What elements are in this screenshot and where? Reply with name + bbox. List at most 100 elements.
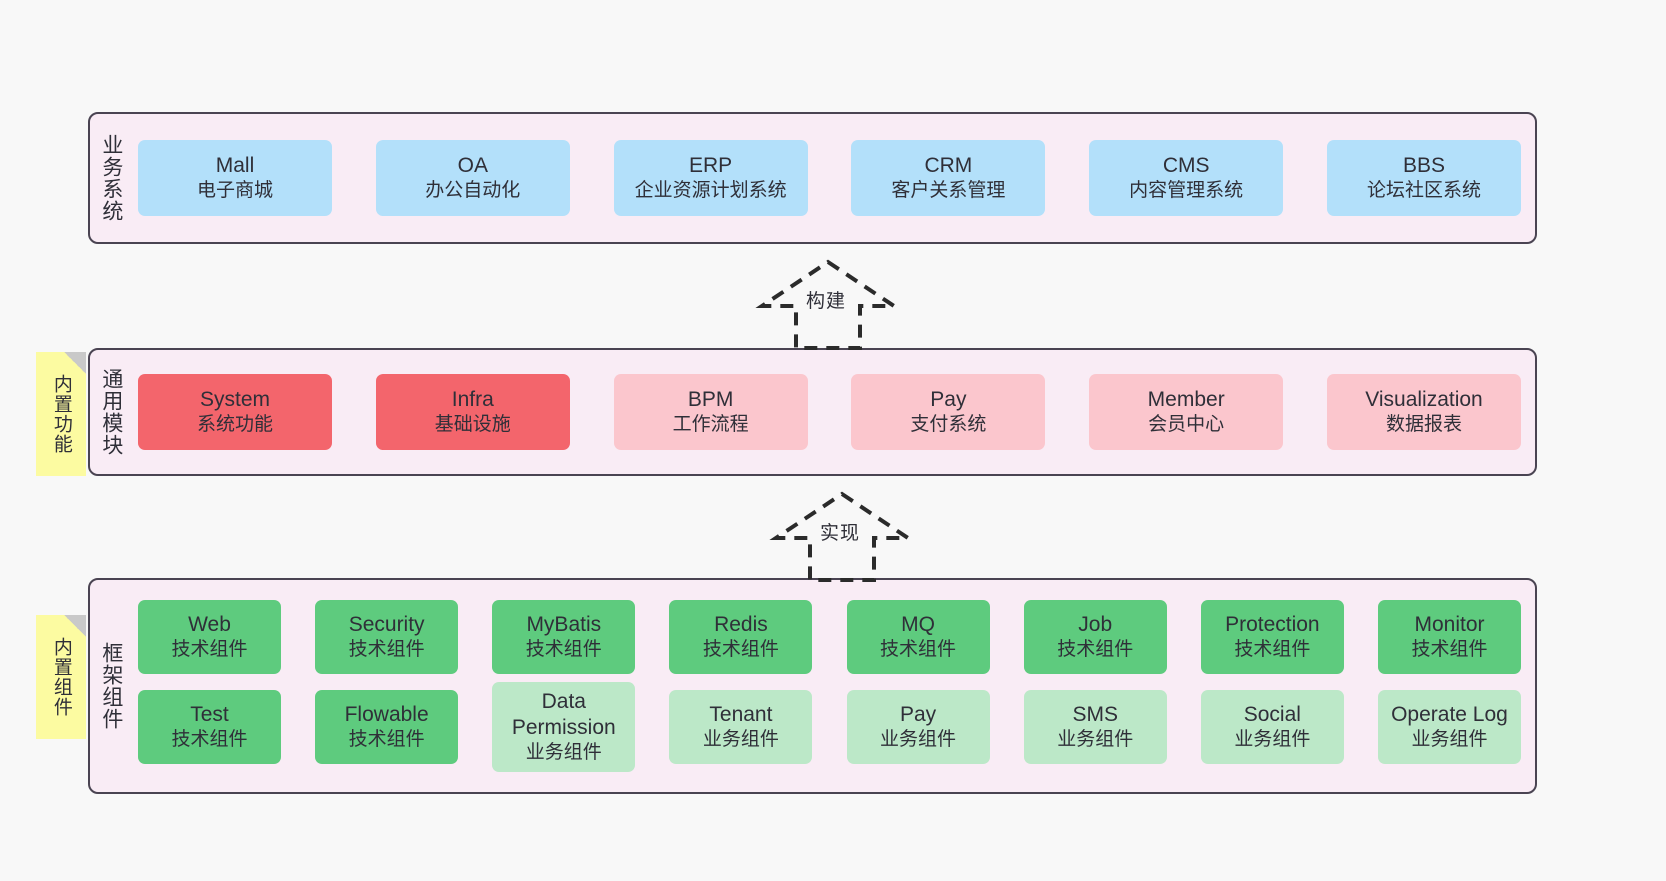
card-subtitle: 电子商城: [196, 180, 273, 202]
card-subtitle: 数据报表: [1385, 414, 1462, 436]
card-title: Operate Log: [1391, 703, 1508, 727]
card-title: Pay: [899, 703, 937, 727]
card-title: Infra: [451, 388, 494, 412]
card-title: Flowable: [344, 703, 429, 727]
card-subtitle: 业务组件: [1411, 729, 1488, 751]
card-subtitle: 技术组件: [702, 639, 779, 661]
card-subtitle: 基础设施: [434, 414, 511, 436]
card-title: Web: [188, 613, 231, 637]
card-title: MyBatis: [526, 613, 602, 637]
card-subtitle: 技术组件: [1057, 639, 1134, 661]
layer-framework-component-title: 框架组件: [99, 642, 123, 730]
card-subtitle: 客户关系管理: [891, 180, 1006, 202]
card-subtitle: 技术组件: [348, 639, 425, 661]
card-subtitle: 技术组件: [171, 729, 248, 751]
card-title: Pay: [930, 388, 967, 412]
card-subtitle: 工作流程: [672, 414, 749, 436]
card-subtitle: 系统功能: [196, 414, 273, 436]
card-subtitle: 会员中心: [1148, 414, 1225, 436]
note-builtin-component: 内置组件: [36, 615, 86, 739]
card-title: MQ: [901, 613, 935, 637]
note-fold-corner-icon: [64, 615, 86, 637]
layer-business-system-title: 业务系统: [99, 134, 123, 222]
connector-implement: 实现: [769, 490, 915, 582]
card-title: Redis: [714, 613, 768, 637]
card-subtitle: 技术组件: [348, 729, 425, 751]
card-title: BPM: [687, 388, 734, 412]
card-subtitle: 技术组件: [880, 639, 957, 661]
card-title: Tenant: [709, 703, 773, 727]
card-subtitle: 办公自动化: [425, 180, 521, 202]
card-subtitle: 技术组件: [525, 639, 602, 661]
card-title: Social: [1243, 703, 1301, 727]
connector-build-label: 构建: [806, 291, 847, 312]
card-subtitle: 技术组件: [1234, 639, 1311, 661]
card-title: BBS: [1402, 154, 1445, 178]
connector-build: 构建: [755, 258, 901, 350]
card-title: SMS: [1072, 703, 1118, 727]
card-subtitle: 业务组件: [880, 729, 957, 751]
card-subtitle: 业务组件: [1057, 729, 1134, 751]
card-subtitle: 论坛社区系统: [1366, 180, 1481, 202]
card-subtitle: 技术组件: [1411, 639, 1488, 661]
card-title: CMS: [1162, 154, 1210, 178]
note-fold-corner-icon: [64, 352, 86, 374]
layer-common-module-title: 通用模块: [99, 368, 123, 456]
card-title: OA: [457, 154, 488, 178]
note-builtin-function: 内置功能: [36, 352, 86, 476]
card-subtitle: 技术组件: [171, 639, 248, 661]
card-title: Test: [190, 703, 229, 727]
card-title: Mall: [215, 154, 255, 178]
card-subtitle: 业务组件: [1234, 729, 1311, 751]
card-subtitle: 业务组件: [525, 742, 602, 764]
note-builtin-function-label: 内置功能: [50, 374, 72, 454]
card-title: Member: [1147, 388, 1225, 412]
card-title: ERP: [689, 154, 733, 178]
card-title: CRM: [924, 154, 973, 178]
card-title: Job: [1078, 613, 1113, 637]
card-title: Monitor: [1414, 613, 1485, 637]
connector-implement-label: 实现: [820, 523, 861, 544]
card-subtitle: 支付系统: [910, 414, 987, 436]
card-title: Security: [348, 613, 425, 637]
